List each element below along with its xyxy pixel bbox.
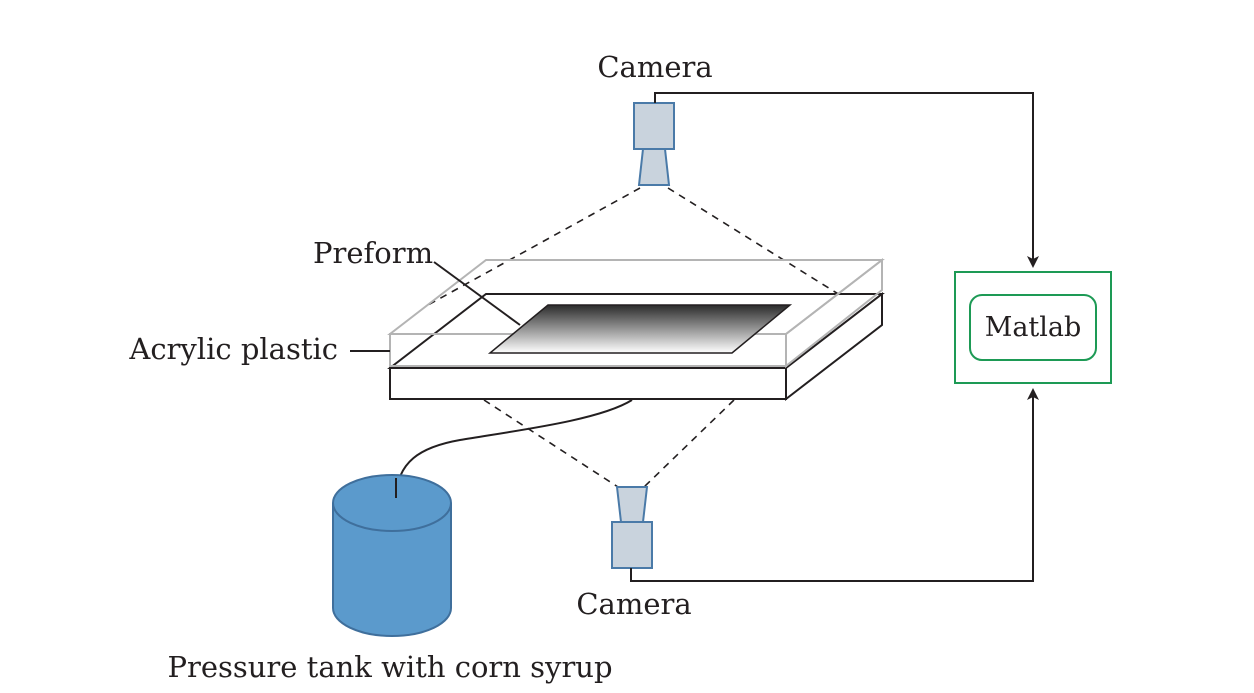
camera-top-label: Camera	[597, 50, 712, 84]
preform-leader	[433, 261, 521, 326]
acrylic-label: Acrylic plastic	[128, 332, 338, 366]
preform-label: Preform	[313, 236, 433, 270]
top-camera-wire	[654, 92, 1039, 268]
bottom-camera-wire	[630, 388, 1039, 582]
bottom-camera-icon	[611, 486, 653, 569]
camera-bottom-label: Camera	[576, 587, 691, 621]
matlab-label: Matlab	[985, 312, 1082, 343]
syrup-hose	[395, 399, 633, 499]
top-camera-icon	[633, 102, 675, 186]
tank-label: Pressure tank with corn syrup	[167, 650, 612, 684]
bottom-camera-view-lines	[483, 399, 735, 488]
matlab-box	[954, 271, 1112, 384]
cylinder-tank-icon	[332, 474, 452, 637]
top-camera-view-lines	[427, 187, 857, 306]
preform-sheet	[487, 304, 793, 354]
